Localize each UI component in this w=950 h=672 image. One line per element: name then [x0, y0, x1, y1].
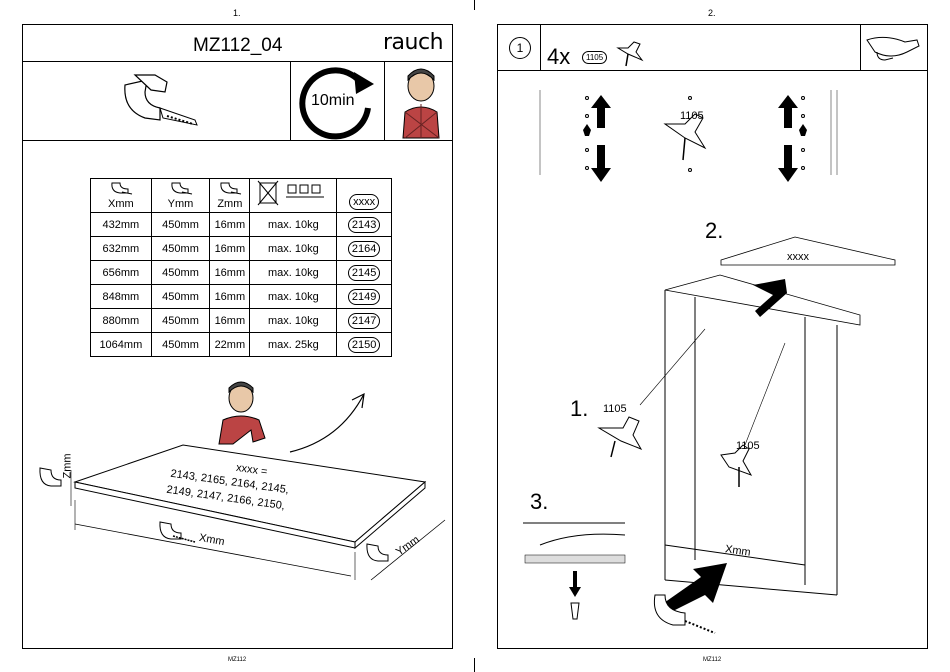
z-dimension-label: Zmm [61, 453, 74, 479]
table-cell: 2147 [336, 308, 392, 333]
table-cell: 848mm [90, 284, 152, 309]
part-code-badge: 2145 [347, 264, 381, 281]
clock-icon [299, 67, 374, 140]
time-label: 10min [311, 92, 355, 109]
step-1-label: 1. [570, 396, 589, 421]
table-cell: max. 10kg [249, 308, 338, 333]
max-load-icon [257, 180, 325, 206]
table-cell: 880mm [90, 308, 152, 333]
info-divider-v1 [290, 61, 291, 141]
table-cell: 450mm [150, 260, 211, 285]
table-cell: 656mm [90, 260, 152, 285]
part-label-top: 1105 [680, 110, 704, 122]
shelf-label: xxxx [787, 251, 809, 263]
part-code-badge: 2164 [347, 240, 381, 257]
table-cell: 16mm [209, 236, 251, 261]
wardrobe-diagram [523, 236, 896, 634]
table-cell: 450mm [150, 308, 211, 333]
table-cell: 22mm [209, 332, 251, 357]
table-cell: 2150 [336, 332, 392, 357]
col-z: Zmm [209, 178, 251, 213]
brand-logo: rauch [383, 30, 444, 55]
info-divider-v2 [384, 61, 385, 141]
table-cell: 16mm [209, 260, 251, 285]
header-divider [497, 70, 928, 71]
part-code-badge: 2143 [347, 216, 381, 233]
fold-mark-top [474, 0, 475, 10]
bracket-icon [220, 182, 241, 195]
page-number: 1. [233, 8, 241, 18]
header-divider [22, 61, 453, 62]
table-cell: 450mm [150, 332, 211, 357]
table-cell: 1064mm [90, 332, 152, 357]
fold-mark-bottom [474, 658, 475, 672]
table-cell: max. 25kg [249, 332, 338, 357]
hole-diagram [539, 90, 838, 182]
step-2-label: 2. [705, 218, 724, 243]
part-code-badge: 1105 [582, 51, 608, 64]
page-footer: MZ112 [703, 657, 722, 663]
model-title: MZ112_04 [193, 35, 283, 56]
table-cell: max. 10kg [249, 212, 338, 237]
board-diagram [39, 444, 446, 581]
table-cell: 2145 [336, 260, 392, 285]
part-code-badge: 2149 [347, 288, 381, 305]
step-number-badge: 1 [509, 37, 531, 59]
table-cell: 450mm [150, 284, 211, 309]
bracket-icon [170, 182, 192, 195]
page-footer: MZ112 [228, 657, 247, 663]
col-load [249, 178, 338, 213]
table-cell: 2143 [336, 212, 392, 237]
hand-press-icon [866, 36, 920, 61]
page-number: 2. [708, 8, 716, 18]
table-cell: 632mm [90, 236, 152, 261]
page-frame [22, 24, 453, 649]
page-frame [497, 24, 928, 649]
table-header-row: Xmm Ymm Zmm xxxx [90, 178, 392, 213]
table-cell: 432mm [90, 212, 152, 237]
table-cell: 2149 [336, 284, 392, 309]
table-cell: max. 10kg [249, 236, 338, 261]
info-divider [22, 140, 453, 141]
table-cell: 16mm [209, 308, 251, 333]
peg-part-icon [616, 41, 644, 67]
table-cell: 450mm [150, 236, 211, 261]
col-code: xxxx [336, 178, 392, 213]
table-cell: 16mm [209, 212, 251, 237]
bracket-tool-icon [124, 74, 198, 126]
curved-arrow-icon [289, 392, 365, 453]
bracket-icon [111, 182, 132, 195]
table-cell: max. 10kg [249, 260, 338, 285]
part-label-right: 1105 [736, 440, 760, 452]
table-cell: 2164 [336, 236, 392, 261]
step-divider [540, 24, 541, 71]
hand-divider [860, 24, 861, 71]
worker-avatar-icon [402, 68, 440, 139]
part-code-badge: 2150 [347, 336, 381, 353]
part-label-left: 1105 [603, 403, 627, 415]
table-cell: 16mm [209, 284, 251, 309]
col-x: Xmm [90, 178, 152, 213]
table-cell: max. 10kg [249, 284, 338, 309]
table-cell: 450mm [150, 212, 211, 237]
part-code-badge: 2147 [347, 312, 381, 329]
quantity-label: 4x [547, 44, 571, 69]
pointing-worker-icon [218, 381, 266, 445]
step-3-label: 3. [530, 489, 549, 514]
col-y: Ymm [150, 178, 211, 213]
